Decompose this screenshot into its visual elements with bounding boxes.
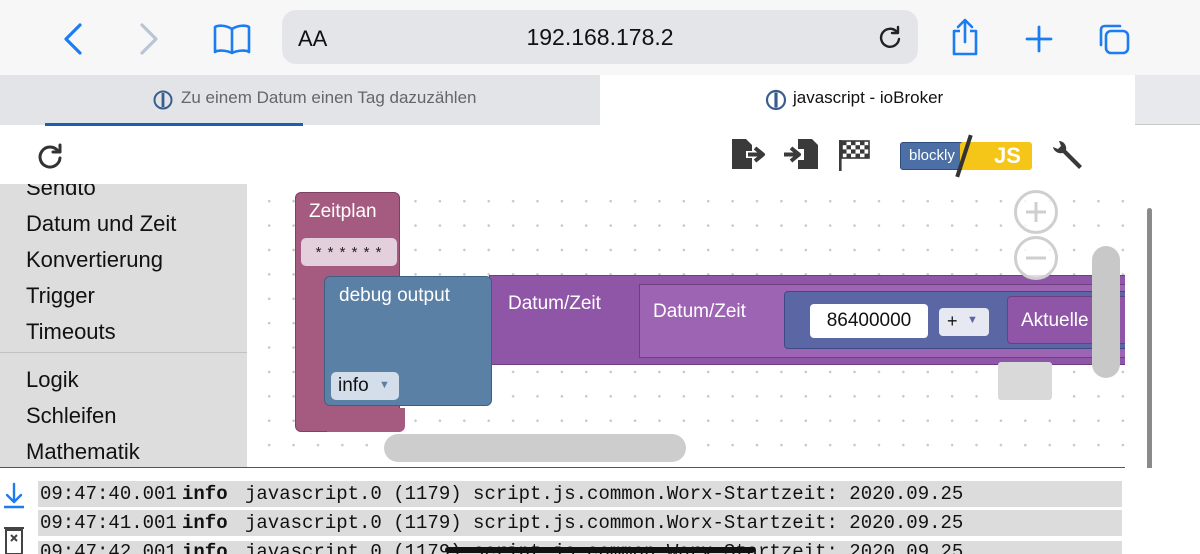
tab-title: javascript - ioBroker	[793, 88, 944, 107]
operator-dropdown[interactable]: + ▼	[939, 308, 989, 336]
blockly-js-toggle[interactable]: blockly JS	[900, 134, 1032, 178]
datetime-block-inner-label: Datum/Zeit	[653, 301, 746, 322]
schedule-block-label: Zeitplan	[309, 201, 377, 222]
js-label-badge: JS	[960, 142, 1032, 170]
toolbox-category[interactable]: Trigger	[26, 283, 95, 308]
log-message: javascript.0 (1179) script.js.common.Wor…	[245, 512, 964, 534]
url-text[interactable]: 192.168.178.2	[526, 24, 674, 50]
log-level-value: info	[338, 375, 369, 396]
js-label: JS	[994, 143, 1021, 168]
blockly-toolbox: Sendto Datum und Zeit Konvertierung Trig…	[0, 184, 247, 468]
log-time: 09:47:42.001	[40, 541, 177, 554]
toolbox-category[interactable]: Konvertierung	[26, 247, 163, 272]
zoom-out-icon[interactable]	[1014, 236, 1058, 280]
back-icon[interactable]	[52, 18, 94, 60]
toolbox-category[interactable]: Timeouts	[26, 319, 116, 344]
share-icon[interactable]	[945, 14, 985, 60]
flag-icon[interactable]	[836, 138, 874, 174]
number-value: 86400000	[826, 310, 912, 331]
reload-icon[interactable]	[876, 24, 904, 52]
log-level: info	[182, 512, 228, 534]
scroll-to-bottom-icon[interactable]	[2, 482, 26, 510]
toolbox-category[interactable]: Logik	[26, 367, 79, 392]
log-row: 09:47:40.001 info javascript.0 (1179) sc…	[38, 481, 1122, 507]
export-icon[interactable]	[730, 136, 768, 174]
toolbox-category[interactable]: Datum und Zeit	[26, 211, 177, 236]
toolbox-category[interactable]: Sendto	[26, 184, 96, 200]
log-level: info	[182, 541, 228, 554]
forward-icon[interactable]	[128, 18, 170, 60]
toolbox-separator	[0, 352, 247, 353]
log-row: 09:47:41.001 info javascript.0 (1179) sc…	[38, 510, 1122, 536]
datetime-block-label: Datum/Zeit	[508, 293, 601, 314]
workspace-vertical-scrollbar[interactable]	[1092, 246, 1120, 378]
tab-active[interactable]: javascript - ioBroker	[600, 75, 1135, 125]
zoom-in-icon[interactable]	[1014, 190, 1058, 234]
reader-options-button[interactable]: AA	[298, 26, 328, 51]
chevron-down-icon: ▼	[379, 379, 390, 391]
settings-wrench-icon[interactable]	[1050, 138, 1084, 172]
number-input[interactable]: 86400000	[810, 304, 928, 338]
schedule-block-bottom	[327, 408, 405, 432]
cron-field[interactable]: * * * * * *	[301, 238, 397, 266]
current-time-label: Aktuelle	[1021, 310, 1089, 331]
workspace-horizontal-scrollbar[interactable]	[384, 434, 686, 462]
refresh-icon[interactable]	[36, 142, 66, 172]
bookmarks-icon[interactable]	[208, 18, 256, 60]
trashcan-icon[interactable]	[998, 362, 1052, 400]
iobroker-favicon-icon	[765, 89, 787, 111]
import-icon[interactable]	[782, 136, 822, 174]
tabs-overview-icon[interactable]	[1094, 19, 1134, 59]
log-level-dropdown[interactable]: info ▼	[331, 372, 399, 400]
blockly-label: blockly	[909, 147, 955, 164]
script-toolbar: blockly JS	[0, 126, 1125, 184]
address-bar[interactable]: AA 192.168.178.2	[282, 10, 918, 64]
operator-value: +	[947, 311, 958, 331]
page-scrollbar[interactable]	[1147, 208, 1152, 476]
iobroker-favicon-icon	[153, 90, 173, 110]
toolbox-category[interactable]: Mathematik	[26, 439, 140, 464]
tab-title: Zu einem Datum einen Tag dazuzählen	[181, 88, 477, 107]
log-message: javascript.0 (1179) script.js.common.Wor…	[245, 483, 964, 505]
log-time: 09:47:40.001	[40, 483, 177, 505]
log-level: info	[182, 483, 228, 505]
log-time: 09:47:41.001	[40, 512, 177, 534]
home-indicator	[445, 547, 755, 553]
tab-inactive[interactable]: Zu einem Datum einen Tag dazuzählen	[0, 75, 600, 126]
toolbox-category[interactable]: Schleifen	[26, 403, 117, 428]
blockly-workspace[interactable]: Zeitplan * * * * * * Datum/Zeit Datum/Ze…	[247, 184, 1125, 468]
log-row-gap	[38, 538, 1122, 541]
blockly-label-badge: blockly	[900, 142, 966, 170]
log-panel: 09:47:40.001 info javascript.0 (1179) sc…	[0, 468, 1200, 554]
debug-output-label: debug output	[339, 285, 450, 306]
chevron-down-icon: ▼	[967, 314, 978, 326]
clear-log-icon[interactable]	[4, 525, 24, 554]
new-tab-icon[interactable]	[1020, 20, 1058, 58]
tab-loading-bar	[45, 123, 303, 126]
